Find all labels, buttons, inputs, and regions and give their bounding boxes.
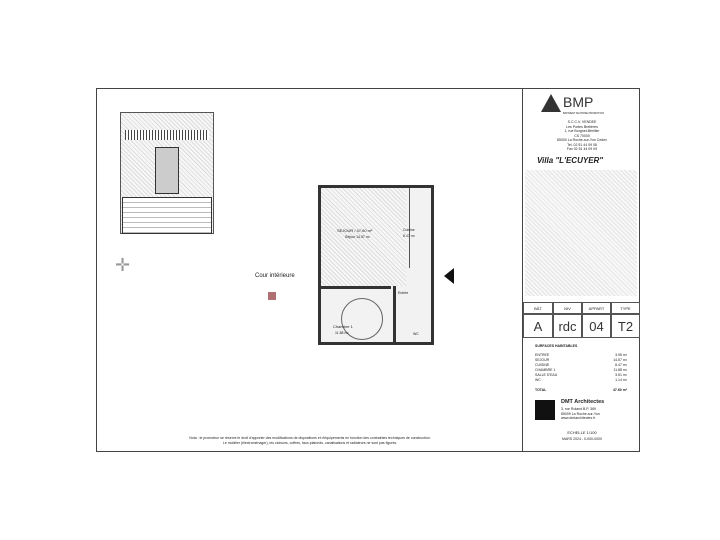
- address-line: Fax 02 51 44 09 09: [566, 147, 598, 151]
- kitchen-label: Cuisine: [403, 228, 415, 232]
- room-main-sub: Séjour 14.57 m²: [345, 235, 370, 239]
- kitchen-area: 8.47 m²: [403, 234, 415, 238]
- value-appart: 04: [582, 314, 611, 338]
- north-arrow-icon: ✛: [115, 255, 131, 275]
- header-niv: NIV: [553, 302, 582, 314]
- entrance-arrow-icon: [444, 268, 454, 284]
- architect-address: 3, rue Roland B.P. 369 85009 La Roche-su…: [561, 407, 600, 421]
- site-plan: [100, 92, 220, 242]
- address-line: 85000 La Roche-sur-Yon Cedex: [557, 138, 607, 142]
- entry-label: Entrée: [398, 291, 409, 295]
- bedroom-label: Chambre 1: [333, 324, 353, 329]
- scale-label: ECHELLE 1/100: [567, 430, 597, 435]
- address-line: Les Portes Bretières: [566, 124, 598, 129]
- value-type: T2: [611, 314, 640, 338]
- address-line: Tel. 02 51 44 09 08: [567, 142, 597, 147]
- address-line: S.C.C.V. VENDEE: [567, 120, 597, 124]
- bedroom-area: 11.88 m²: [335, 331, 349, 335]
- date-label: MARS 2024 - 0-000-0000: [562, 437, 602, 441]
- header-type: TYPE: [611, 302, 640, 314]
- address-line: CS 70000: [574, 133, 590, 138]
- project-title: Villa "L'ECUYER": [537, 156, 604, 165]
- title-block: BMP BATIMENT MAITRISE PROMOTION S.C.C.V.…: [522, 88, 640, 452]
- footnote-line-2: Le mobilier (électroménager), les cloiso…: [222, 440, 398, 445]
- architect-line: www.dmtarchitectes.fr: [561, 416, 596, 420]
- drawing-sheet: [96, 88, 640, 452]
- architect-logo-icon: [535, 400, 555, 420]
- wc-label: WC: [413, 332, 419, 336]
- value-bat: A: [523, 314, 553, 338]
- architect-line: 85009 La Roche-sur-Yon: [561, 411, 600, 416]
- court-label: Cour intérieure: [255, 273, 295, 279]
- architect-name: DMT Architectes: [561, 399, 605, 405]
- bmp-logo-icon: [541, 94, 561, 112]
- brand-tagline: BATIMENT MAITRISE PROMOTION: [563, 112, 605, 115]
- footnote-line-1: Nota : le promoteur se réserve le droit …: [189, 436, 431, 440]
- architect-line: 3, rue Roland B.P. 369: [561, 407, 596, 411]
- building-sketch: [525, 170, 637, 296]
- court-marker: [268, 292, 276, 300]
- footnote: Nota : le promoteur se réserve le droit …: [150, 436, 470, 445]
- room-main-label: SEJOUR / 47.60 m²: [337, 228, 373, 233]
- address-line: 1, rue Borgnet-Bérillier: [564, 129, 600, 133]
- value-niv: rdc: [553, 314, 582, 338]
- header-appart: APPART: [582, 302, 611, 314]
- header-bat: BÂT: [523, 302, 553, 314]
- surfaces-title: SURFACES HABITABLES: [535, 344, 578, 348]
- apartment-plan: SEJOUR / 47.60 m² Séjour 14.57 m² Cuisin…: [318, 185, 434, 345]
- address-block: S.C.C.V. VENDEE Les Portes Bretières 1, …: [533, 120, 631, 152]
- brand-name: BMP: [563, 94, 594, 110]
